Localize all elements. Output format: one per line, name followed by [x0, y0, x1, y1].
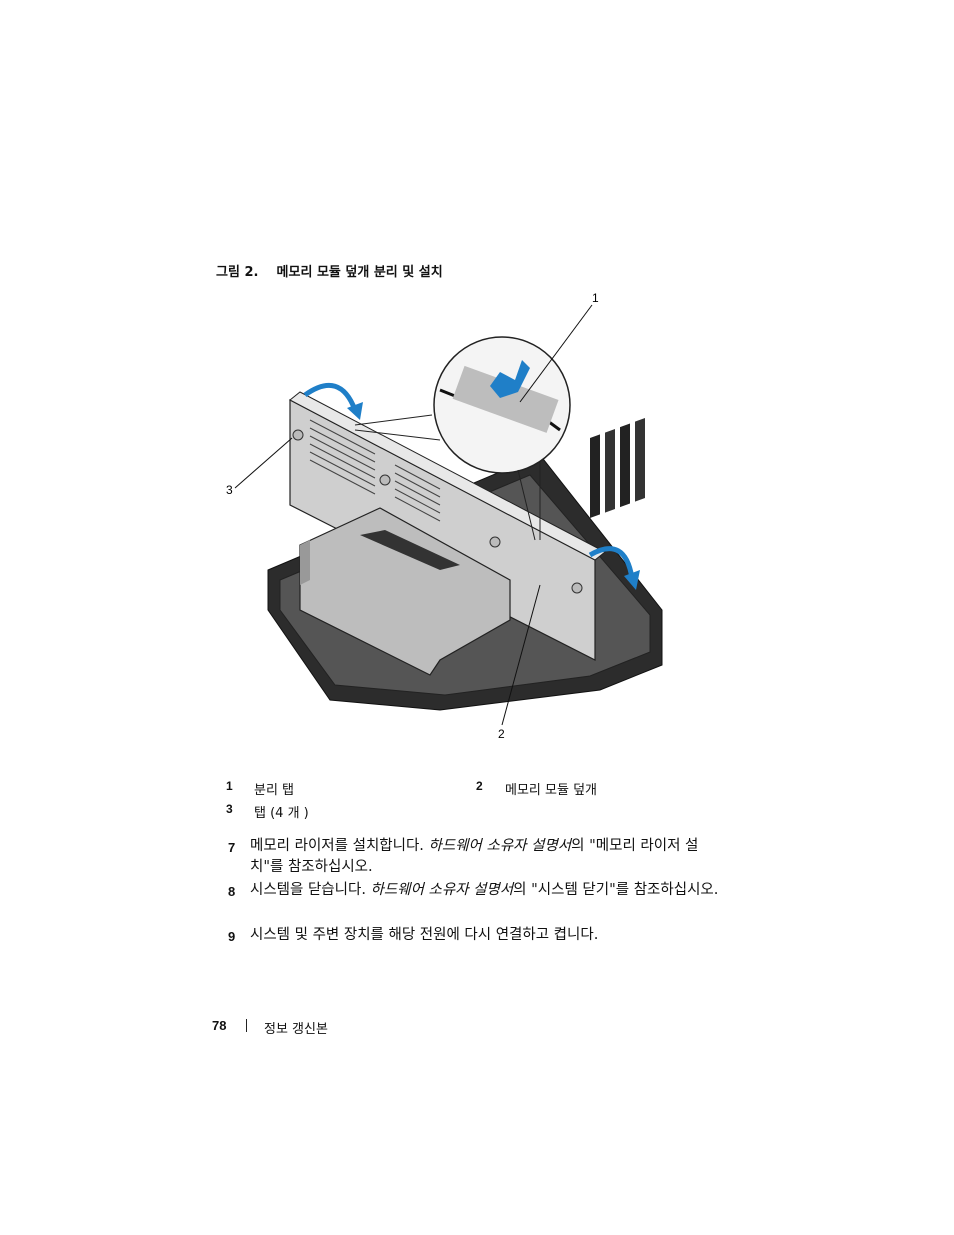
memory-cover-illustration: 1 3 2: [226, 291, 663, 741]
dimm-slots: [590, 418, 645, 519]
page-number: 78: [212, 1018, 227, 1033]
air-shroud: [299, 507, 511, 676]
callout-2: 2: [498, 727, 505, 741]
legend-text-2: 메모리 모듈 덮개: [505, 783, 597, 798]
legend-text-3: 탭 (4 개 ): [254, 806, 309, 821]
callout-3: 3: [226, 483, 233, 497]
figure-caption: 그림 2. 메모리 모듈 덮개 분리 및 설치: [216, 265, 443, 280]
step-text-9: 시스템 및 주변 장치를 해당 전원에 다시 연결하고 켭니다.: [250, 927, 599, 943]
step-num-8: 8: [228, 884, 236, 899]
legend-num-1: 1: [226, 779, 233, 793]
zoom-detail: [354, 336, 571, 541]
step-num-9: 9: [228, 929, 236, 944]
rotate-arrow-left: [303, 383, 358, 411]
legend-num-3: 3: [226, 802, 233, 816]
callout-1: 1: [592, 291, 599, 305]
step-text-7: 메모리 라이저를 설치합니다. 하드웨어 소유자 설명서의 "메모리 라이저 설…: [250, 838, 699, 875]
rotate-arrow-right: [588, 546, 635, 579]
step-num-7: 7: [228, 840, 236, 855]
step-text-8: 시스템을 닫습니다. 하드웨어 소유자 설명서의 "시스템 닫기"를 참조하십시…: [250, 882, 719, 898]
footer-divider: [246, 1019, 247, 1032]
legend-num-2: 2: [476, 779, 483, 793]
cover-vents: [309, 419, 441, 522]
legend-text-1: 분리 탭: [254, 783, 295, 798]
footer-section-title: 정보 갱신본: [264, 1022, 328, 1037]
